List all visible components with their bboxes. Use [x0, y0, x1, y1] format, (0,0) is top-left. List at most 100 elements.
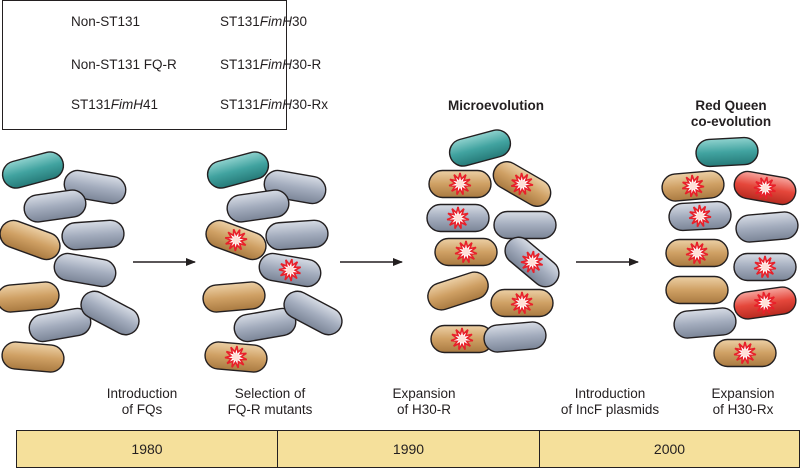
cell-fimh30-fq-r: [492, 161, 552, 207]
red-queen-line-2: co-evolution: [690, 114, 772, 129]
cell-non-st131-body: [61, 219, 125, 251]
population-fqr-selection: [202, 151, 343, 373]
mutation-burst-center: [454, 214, 462, 222]
cell-non-st131-fq-r: [668, 200, 732, 232]
stage-4-line-2: of IncF plasmids: [560, 402, 660, 417]
mutation-burst-center: [518, 299, 526, 307]
mutation-burst-center: [761, 263, 769, 271]
timeline-1990: 1990: [277, 430, 539, 468]
cell-fimh41: [1, 151, 65, 189]
mutation-burst-center: [528, 258, 536, 266]
population-h30r-expansion: [426, 129, 560, 354]
mutation-burst-center: [693, 249, 701, 257]
population-h30rx-expansion: [661, 136, 799, 368]
cell-non-st131: [61, 219, 125, 251]
cell-non-st131-body: [673, 307, 737, 339]
mutation-burst-center: [741, 349, 749, 357]
mutation-burst-center: [458, 335, 466, 343]
legend-label-st131-fimh30-r: ST131FimH30-R: [220, 57, 322, 72]
population-1980: [0, 151, 140, 373]
cell-non-st131-fq-r: [426, 203, 490, 233]
cell-non-st131: [226, 189, 290, 223]
stage-2-line-2: FQ-R mutants: [227, 402, 313, 417]
cell-fimh41: [448, 129, 512, 167]
cell-non-st131: [53, 252, 117, 288]
legend-label-st131-fimh30-rx: ST131FimH30-Rx: [220, 97, 329, 112]
cell-fimh30: [665, 275, 729, 305]
mutation-burst-center: [689, 182, 697, 190]
cell-non-st131-body: [53, 252, 117, 288]
cell-fimh30-fq-r: [434, 237, 498, 267]
cell-fimh30: [0, 219, 61, 261]
stage-introduction-of-fqs: Introduction of FQs: [82, 386, 202, 418]
stage-5-line-1: Expansion: [711, 386, 775, 401]
cell-fimh41-body: [1, 151, 65, 189]
cell-non-st131: [80, 290, 140, 336]
cell-non-st131: [483, 321, 547, 353]
cell-fimh30-fq-r: [661, 170, 725, 202]
cell-fimh30-body: [1, 341, 65, 373]
stage-introduction-of-incf-plasmids: Introduction of IncF plasmids: [540, 386, 680, 418]
cell-fimh30-body: [0, 219, 61, 261]
cell-fimh30-fq-r: [490, 288, 554, 318]
cell-non-st131: [673, 307, 737, 339]
timeline-bar: 1980 1990 2000: [16, 430, 800, 468]
cell-fimh30-fq-r: [665, 238, 729, 268]
cell-non-st131: [28, 307, 92, 343]
cell-non-st131-body: [483, 321, 547, 353]
stage-selection-of-fq-r-mutants: Selection of FQ-R mutants: [205, 386, 335, 418]
legend-label-non-st131-fq-r: Non-ST131 FQ-R: [71, 57, 177, 72]
legend-label-non-st131: Non-ST131: [71, 14, 141, 29]
cell-non-st131: [735, 211, 799, 243]
stage-2-line-1: Selection of: [234, 386, 306, 401]
cell-non-st131-body: [265, 219, 329, 251]
cell-non-st131: [283, 290, 343, 336]
microevolution-header: Microevolution: [447, 98, 544, 113]
mutation-burst-center: [518, 180, 526, 188]
cell-fimh30-fq-r: [430, 324, 494, 354]
cell-fimh41: [206, 151, 270, 189]
cell-non-st131-body: [493, 210, 557, 240]
cell-fimh30: [1, 341, 65, 373]
stage-4-line-1: Introduction: [574, 386, 646, 401]
cell-fimh30: [202, 281, 266, 313]
mutation-burst-center: [456, 180, 464, 188]
cell-non-st131-fq-r: [504, 236, 560, 288]
mutation-burst-center: [462, 248, 470, 256]
cell-non-st131-body: [226, 189, 290, 223]
cell-non-st131-body: [23, 189, 87, 223]
cell-fimh41-body: [695, 136, 759, 168]
stage-3-line-1: Expansion: [392, 386, 456, 401]
legend-label-st131-fimh41: ST131FimH41: [71, 97, 159, 112]
mutation-burst-center: [232, 236, 240, 244]
mutation-burst-center: [761, 299, 769, 307]
stage-1-line-1: Introduction: [106, 386, 178, 401]
legend-label-st131-fimh30: ST131FimH30: [220, 14, 308, 29]
cell-fimh41: [695, 136, 759, 168]
cell-fimh30: [427, 271, 489, 311]
cell-fimh30-fq-r: [204, 341, 268, 373]
cell-non-st131-body: [735, 211, 799, 243]
mutation-burst-center: [232, 353, 240, 361]
cell-non-st131: [493, 210, 557, 240]
legend: Non-ST131 Non-ST131 FQ-R ST131FimH41 ST1…: [2, 0, 328, 130]
cell-fimh30-fq-r: [428, 169, 492, 199]
red-queen-line-1: Red Queen: [695, 98, 767, 113]
cell-fimh30: [0, 281, 60, 313]
red-queen-header: Red Queen co-evolution: [676, 98, 786, 130]
cell-fimh30-body: [427, 271, 489, 311]
stage-3-line-2: of H30-R: [396, 402, 452, 417]
cell-fimh30-body: [0, 281, 60, 313]
stage-expansion-of-h30-rx: Expansion of H30-Rx: [688, 386, 798, 418]
stage-expansion-of-h30-r: Expansion of H30-R: [364, 386, 484, 418]
cell-fimh41-body: [206, 151, 270, 189]
cell-fimh30-body: [665, 275, 729, 305]
cell-non-st131: [265, 219, 329, 251]
cell-fimh30-fq-r: [713, 338, 777, 368]
cell-non-st131: [23, 189, 87, 223]
timeline-2000: 2000: [539, 430, 800, 468]
cell-fimh30-fq-r: [205, 219, 267, 261]
stage-5-line-2: of H30-Rx: [712, 402, 774, 417]
cell-fimh41-body: [448, 129, 512, 167]
timeline-1980: 1980: [16, 430, 277, 468]
